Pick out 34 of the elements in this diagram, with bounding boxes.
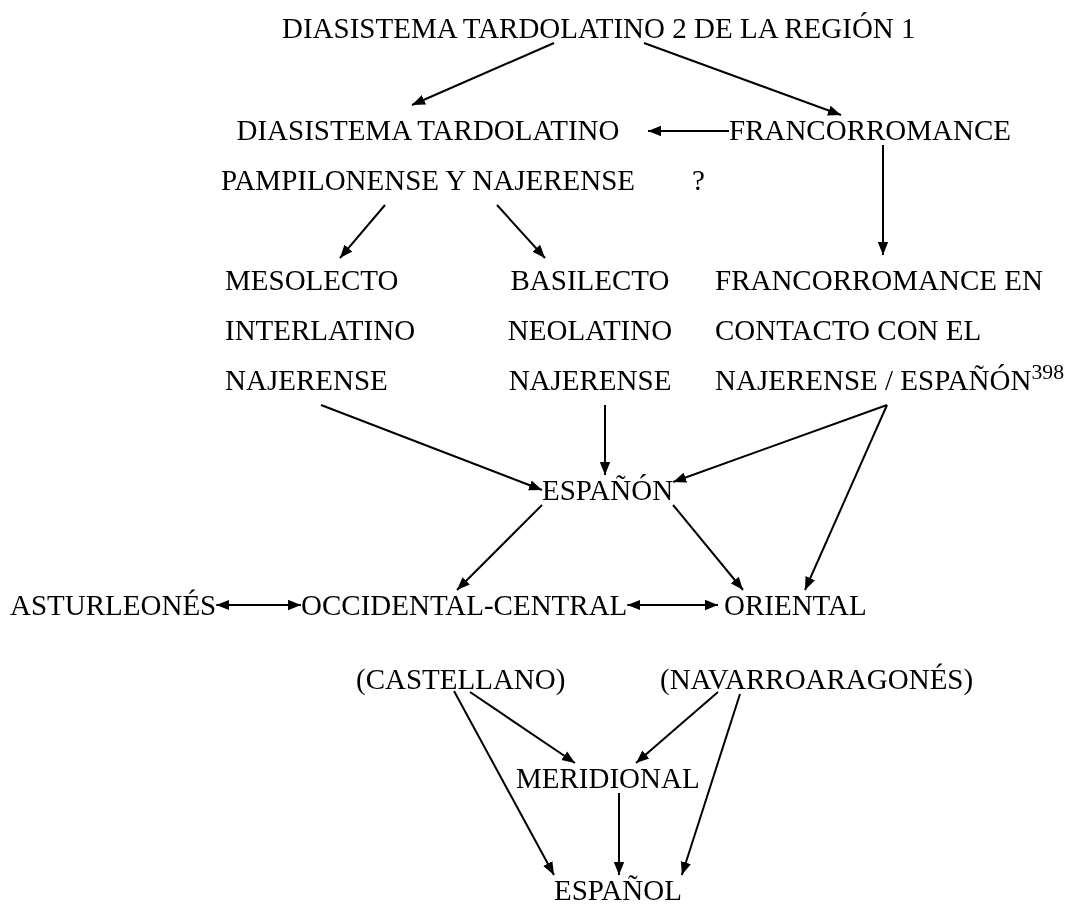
arrow bbox=[453, 690, 555, 876]
arrow bbox=[635, 691, 719, 764]
arrow bbox=[672, 404, 888, 483]
arrow bbox=[804, 404, 888, 591]
node-label: MERIDIONAL bbox=[516, 763, 700, 793]
node-label: BASILECTO NEOLATINO NAJERENSE bbox=[490, 255, 690, 405]
arrow bbox=[496, 204, 546, 259]
node-label: ESPAÑÓN bbox=[542, 475, 674, 505]
arrow bbox=[647, 125, 730, 137]
node-label: MESOLECTO INTERLATINO NAJERENSE bbox=[225, 255, 425, 405]
arrow bbox=[469, 691, 576, 764]
arrow bbox=[613, 792, 625, 876]
node-label: OCCIDENTAL-CENTRAL bbox=[301, 590, 628, 620]
arrow bbox=[339, 204, 386, 259]
arrow bbox=[680, 693, 741, 876]
node-label: DIASISTEMA TARDOLATINO PAMPILONENSE Y NAJERENSE bbox=[208, 105, 648, 205]
arrow bbox=[643, 42, 842, 116]
arrow bbox=[877, 144, 889, 256]
arrow bbox=[215, 599, 302, 611]
arrow bbox=[599, 404, 611, 476]
arrow bbox=[320, 404, 543, 491]
note-text: ? bbox=[692, 165, 705, 195]
arrow bbox=[672, 504, 744, 591]
node-label: FRANCORROMANCE EN CONTACTO CON EL NAJERENSE / ESPAÑÓN$^{398}$ bbox=[715, 255, 1067, 405]
node-label: (NAVARROARAGONÉS) bbox=[660, 664, 974, 694]
node-label: ESPAÑOL bbox=[554, 875, 682, 905]
node-label: ASTURLEONÉS bbox=[10, 590, 217, 620]
node-label: ORIENTAL bbox=[724, 590, 867, 620]
node-label: (CASTELLANO) bbox=[356, 664, 566, 694]
arrow bbox=[626, 599, 719, 611]
node-label: FRANCORROMANCE bbox=[729, 115, 1011, 145]
arrow bbox=[456, 504, 543, 591]
node-label: DIASISTEMA TARDOLATINO 2 DE LA REGIÓN 1 bbox=[282, 13, 916, 43]
arrow bbox=[411, 42, 555, 106]
